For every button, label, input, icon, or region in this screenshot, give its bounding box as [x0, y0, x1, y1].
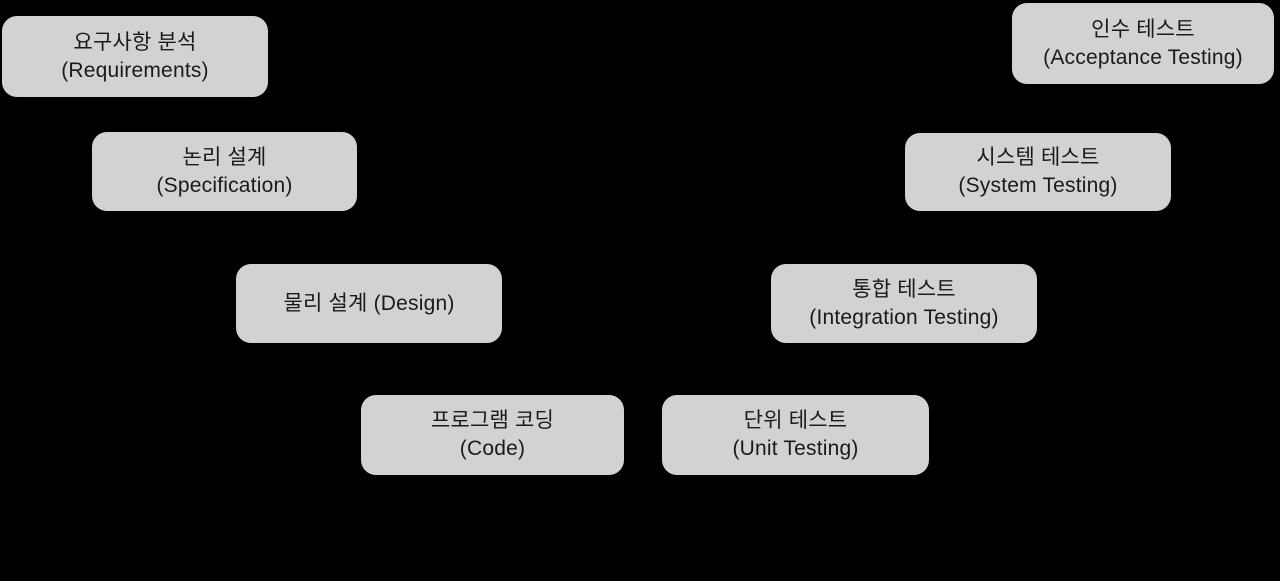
box-system-testing: 시스템 테스트 (System Testing) [905, 133, 1171, 211]
box-program-coding: 프로그램 코딩 (Code) [361, 395, 624, 475]
box-physical-design: 물리 설계 (Design) [236, 264, 502, 343]
box-label-korean: 단위 테스트 [743, 409, 848, 433]
box-integration-testing: 통합 테스트 (Integration Testing) [771, 264, 1037, 343]
box-label-english: (Requirements) [61, 58, 209, 82]
box-label-korean: 프로그램 코딩 [430, 409, 555, 433]
box-label-korean: 인수 테스트 [1091, 17, 1195, 41]
box-label-korean: 요구사항 분석 [73, 30, 197, 54]
box-label-english: (Code) [459, 437, 526, 460]
box-label-english: (Integration Testing) [809, 305, 999, 329]
box-label-english: (Acceptance Testing) [1043, 45, 1243, 69]
box-requirements-analysis: 요구사항 분석 (Requirements) [2, 16, 268, 97]
box-label-korean: 시스템 테스트 [976, 146, 1100, 170]
box-label-korean: 통합 테스트 [852, 277, 956, 301]
box-acceptance-testing: 인수 테스트 (Acceptance Testing) [1012, 3, 1274, 84]
box-label-english: (Unit Testing) [732, 437, 859, 460]
box-label-korean: 논리 설계 [182, 145, 267, 169]
box-label-korean: 물리 설계 (Design) [283, 291, 455, 315]
box-label-english: (System Testing) [958, 174, 1118, 197]
box-logical-design-specification: 논리 설계 (Specification) [92, 132, 357, 211]
box-unit-testing: 단위 테스트 (Unit Testing) [662, 395, 929, 475]
box-label-english: (Specification) [156, 173, 293, 197]
